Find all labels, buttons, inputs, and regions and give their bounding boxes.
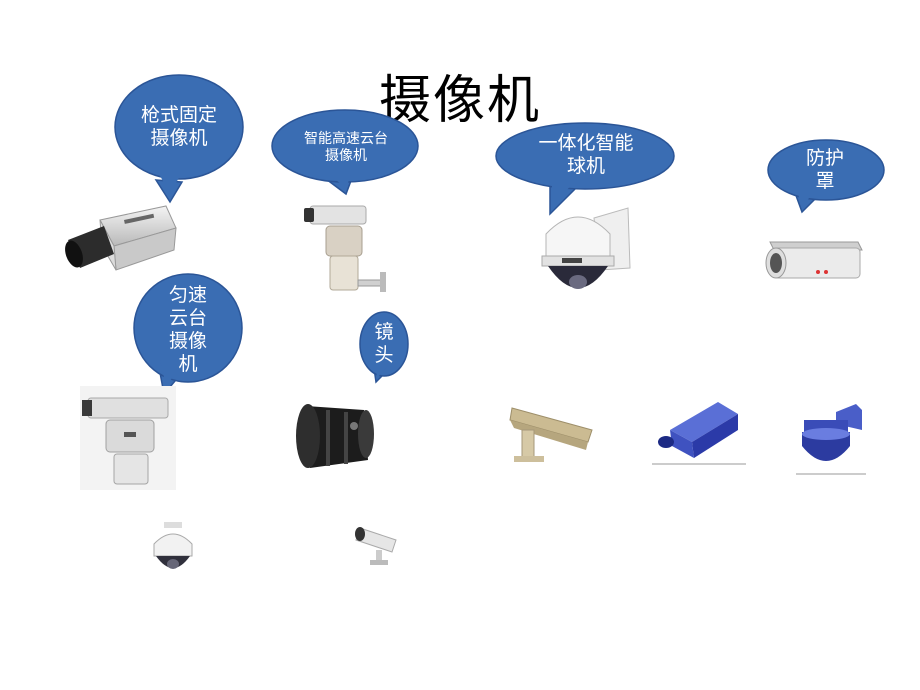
ptz-camera-icon [300,200,392,296]
callout-bubble-shape [767,139,885,214]
callout-lens: 镜头 [358,308,410,384]
box-camera-icon [62,200,180,278]
callout-intelligent-ptz-camera: 智能高速云台摄像机 [270,108,420,196]
callout-label: 智能高速云台摄像机 [304,130,388,164]
callout-bubble-shape [359,311,409,384]
mini-bullet-camera-icon [352,522,404,568]
blue-dome-camera-icon [796,400,866,476]
mini-dome-icon [150,522,196,578]
callout-label: 匀速云台摄像机 [168,283,207,376]
callout-bubble-shape [495,122,675,216]
callout-bubble-shape [271,109,419,196]
callout-bubble-shape [114,74,244,204]
callout-gun-fixed-camera: 枪式固定摄像机 [112,74,246,206]
callout-label: 一体化智能球机 [538,131,634,177]
callout-integrated-dome-camera: 一体化智能球机 [494,120,676,216]
slide-title: 摄像机 [378,71,541,131]
speed-dome-icon [528,198,634,304]
callout-label: 防护罩 [805,146,844,192]
lens-icon [292,396,378,474]
bracket-camera-icon [506,400,600,466]
callout-label: 枪式固定摄像机 [140,103,217,149]
blue-box-camera-icon [652,396,746,466]
callout-label: 镜头 [374,320,394,366]
housing-icon [760,236,864,286]
callout-housing: 防护罩 [766,138,888,214]
uniform-ptz-camera-icon [80,386,176,490]
callout-uniform-ptz-camera: 匀速云台摄像机 [130,270,246,396]
